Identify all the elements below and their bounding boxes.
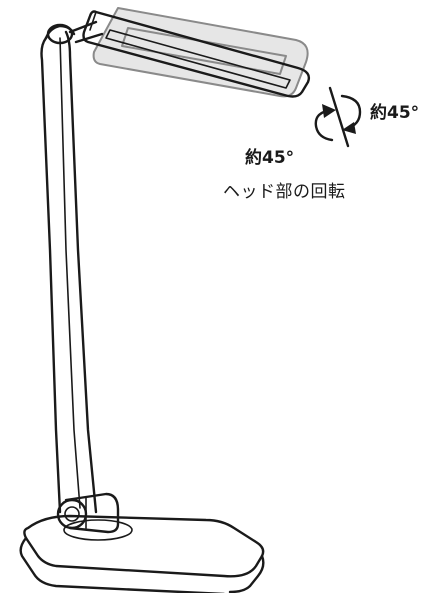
lamp-base xyxy=(19,514,265,593)
lamp-head-rotated-ghost xyxy=(92,7,309,98)
rotation-arrows-icon xyxy=(314,86,362,148)
angle-label-right: 約45° xyxy=(370,103,420,123)
angle-label-left: 約45° xyxy=(245,148,295,168)
head-rotation-caption: ヘッド部の回転 xyxy=(223,182,346,202)
lamp-head xyxy=(82,10,311,98)
lamp-arm xyxy=(40,20,104,514)
